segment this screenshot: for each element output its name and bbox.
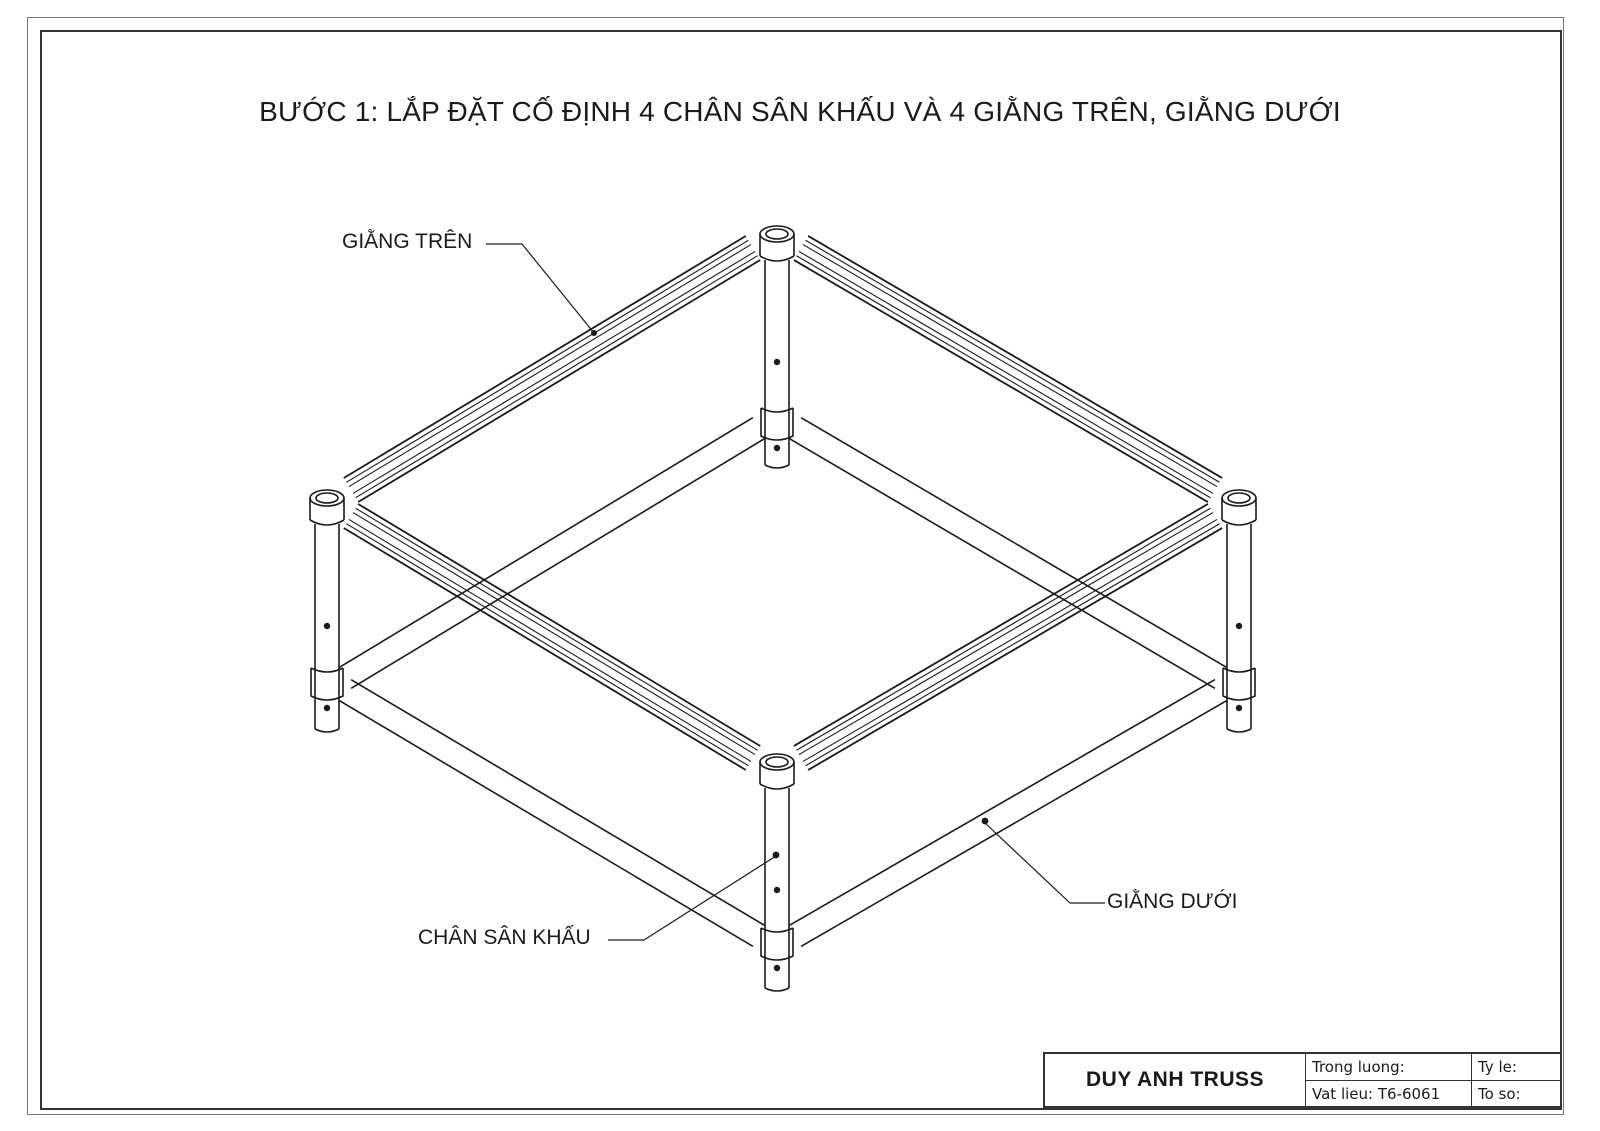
top-brace-front-right-line: [793, 503, 1209, 747]
title-block-divider-v: [1471, 1054, 1472, 1106]
callout-stage-leg: CHÂN SÂN KHẤU: [418, 926, 591, 949]
bottom-connector-front: [760, 928, 794, 961]
top-brace-back-right-line: [805, 239, 1220, 483]
stage-leg-front-foot: [764, 987, 790, 992]
bottom-brace-front-right-edge: [800, 699, 1228, 948]
leg-hole: [773, 358, 781, 366]
stage-leg-back-foot: [764, 464, 790, 469]
bottom-brace-front-right: [788, 678, 1216, 927]
top-connector-front-inner: [765, 756, 789, 768]
bottom-connector-back: [760, 408, 794, 441]
leg-hole: [1235, 704, 1243, 712]
bottom-brace-back-right: [788, 437, 1216, 690]
top-connector-base: [1221, 519, 1257, 526]
bottom-connector-right-rim: [1222, 667, 1256, 673]
top-brace-back-right-line: [793, 259, 1209, 503]
leader-stage-leg: [608, 855, 777, 941]
bottom-connector-right: [1222, 668, 1256, 701]
top-brace-front-right-line: [802, 518, 1218, 762]
bottom-brace-back-left-edge: [350, 437, 766, 689]
top-brace-back-right-line: [798, 250, 1214, 494]
company-name: DUY ANH TRUSS: [1045, 1054, 1306, 1106]
bottom-connector-front-rim: [760, 927, 794, 933]
top-brace-front-left-line: [348, 518, 752, 762]
sheet-number-field: To so:: [1478, 1084, 1521, 1103]
leg-hole: [773, 964, 781, 972]
top-brace-front-left-line: [346, 523, 749, 767]
top-connector-base: [759, 783, 795, 790]
stage-leg-left-foot: [314, 728, 340, 733]
top-brace-back-right-line: [802, 244, 1218, 488]
top-brace-back-right-line: [796, 255, 1211, 499]
top-brace-back-left-line: [346, 239, 749, 483]
leg-hole: [1235, 622, 1243, 630]
top-brace-front-left-line: [343, 527, 747, 771]
sheet-outer-border: [27, 17, 1564, 1115]
top-brace-back-left-line: [343, 235, 747, 479]
bottom-brace-front-left-edge: [350, 678, 766, 927]
top-brace-front-right: [807, 527, 1223, 771]
callout-top-brace: GIẰNG TRÊN: [342, 230, 473, 253]
sheet-frame: [40, 30, 1562, 1110]
bottom-brace-hole: [981, 817, 989, 825]
top-brace-front-left: [357, 503, 761, 747]
scale-field: Ty le:: [1478, 1058, 1517, 1076]
callout-bottom-brace: GIẰNG DƯỚI: [1107, 890, 1238, 913]
top-connector-right-inner: [1227, 492, 1251, 504]
top-brace-front-right-line: [796, 507, 1211, 751]
top-brace-back-right: [807, 235, 1223, 479]
leader-top-brace: [486, 243, 595, 334]
top-connector-base: [309, 519, 345, 526]
weight-field: Trong luong:: [1312, 1058, 1405, 1076]
bottom-brace-back-right-edge: [800, 416, 1228, 669]
top-brace-back-left-line: [348, 244, 752, 488]
top-connector-back-inner: [765, 228, 789, 240]
bottom-connector-left-rim: [310, 667, 344, 673]
title-block: DUY ANH TRUSS Trong luong: Vat lieu: T6-…: [1043, 1052, 1562, 1108]
stage-leg-right-foot: [1226, 728, 1252, 733]
leader-dot: [772, 851, 780, 859]
drawing-title: BƯỚC 1: LẮP ĐẶT CỐ ĐỊNH 4 CHÂN SÂN KHẤU …: [259, 96, 1341, 127]
top-brace-back-left: [357, 259, 761, 503]
bottom-brace-front-left: [338, 699, 754, 948]
top-connector-base: [759, 255, 795, 262]
top-brace-front-right-line: [798, 512, 1214, 756]
title-block-divider-h: [1305, 1080, 1562, 1081]
top-connector-left-inner: [315, 492, 339, 504]
top-brace-front-right-line: [805, 523, 1220, 767]
bottom-brace-back-left: [338, 417, 754, 669]
leader-bottom-brace: [984, 822, 1105, 904]
top-brace-front-left-line: [352, 512, 756, 756]
leg-hole: [773, 444, 781, 452]
material-field: Vat lieu: T6-6061: [1312, 1084, 1441, 1103]
leader-dot: [590, 329, 597, 336]
top-brace-back-left-line: [355, 255, 758, 499]
leg-hole: [323, 622, 331, 630]
leg-hole: [323, 704, 331, 712]
bottom-connector-left: [310, 668, 344, 701]
bottom-connector-back-rim: [760, 407, 794, 413]
top-brace-back-left-line: [352, 250, 756, 494]
top-brace-front-left-line: [355, 507, 758, 751]
leg-hole: [773, 886, 781, 894]
